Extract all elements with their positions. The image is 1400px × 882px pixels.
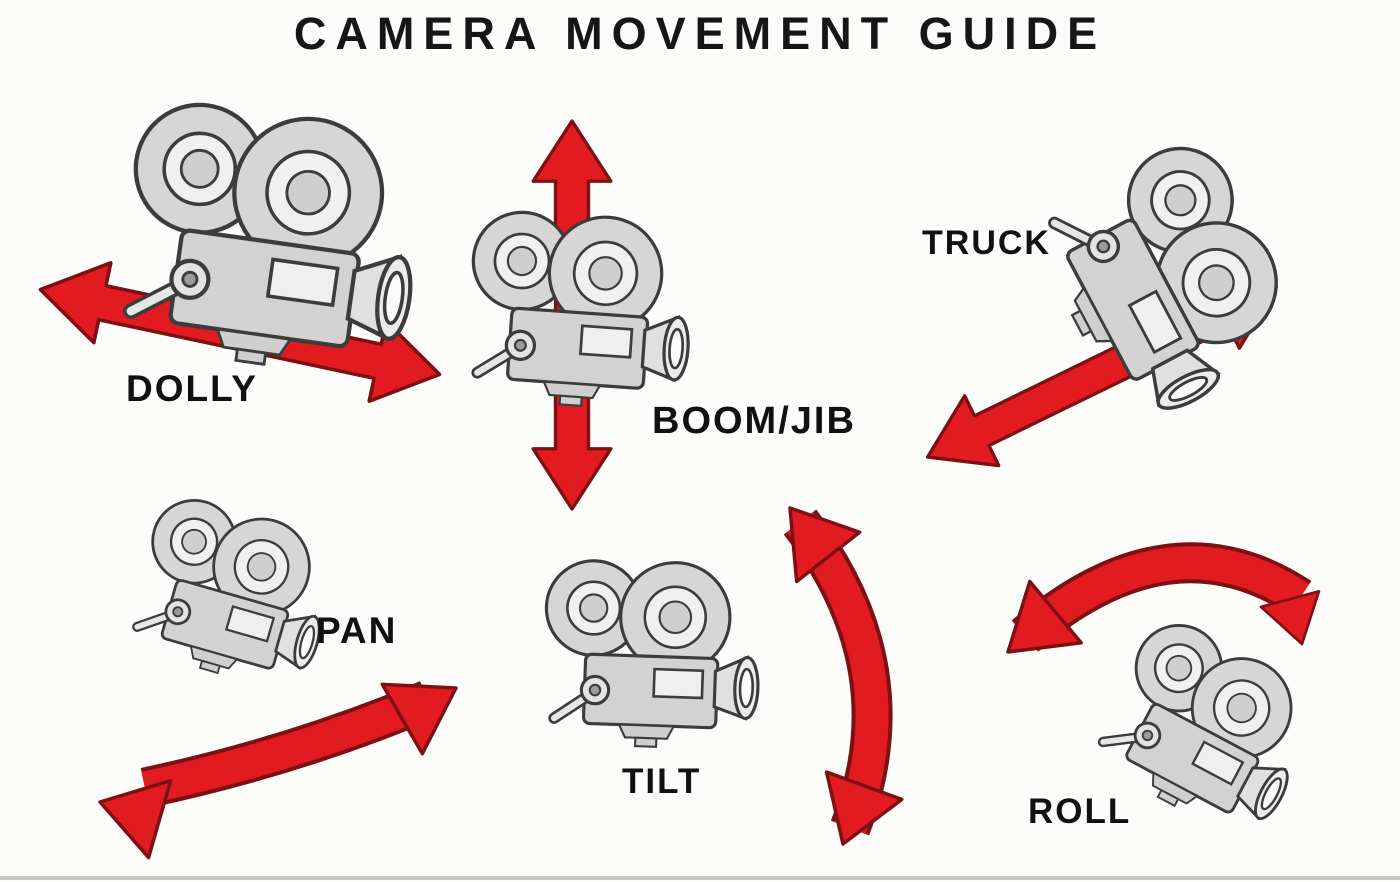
pan-arrow-icon	[87, 651, 478, 860]
roll-label: ROLL	[1028, 792, 1132, 831]
truck-label: TRUCK	[922, 224, 1051, 262]
page-title: CAMERA MOVEMENT GUIDE	[293, 8, 1107, 59]
movie-camera-icon	[464, 208, 697, 413]
dolly-label: DOLLY	[126, 368, 258, 409]
roll-diagram	[980, 542, 1333, 848]
tilt-diagram	[542, 481, 904, 860]
pan-diagram	[87, 490, 478, 860]
dolly-diagram	[30, 95, 450, 417]
roll-arrow-icon	[980, 542, 1333, 685]
tilt-label: TILT	[622, 762, 702, 801]
boom-jib-diagram	[464, 119, 697, 511]
movie-camera-icon	[121, 490, 346, 697]
pan-label: PAN	[316, 610, 398, 651]
truck-diagram	[908, 130, 1313, 494]
boom-jib-label: BOOM/JIB	[652, 400, 856, 442]
tilt-arrow-icon	[756, 481, 904, 860]
bottom-rule	[0, 876, 1400, 880]
movie-camera-icon	[542, 558, 763, 750]
